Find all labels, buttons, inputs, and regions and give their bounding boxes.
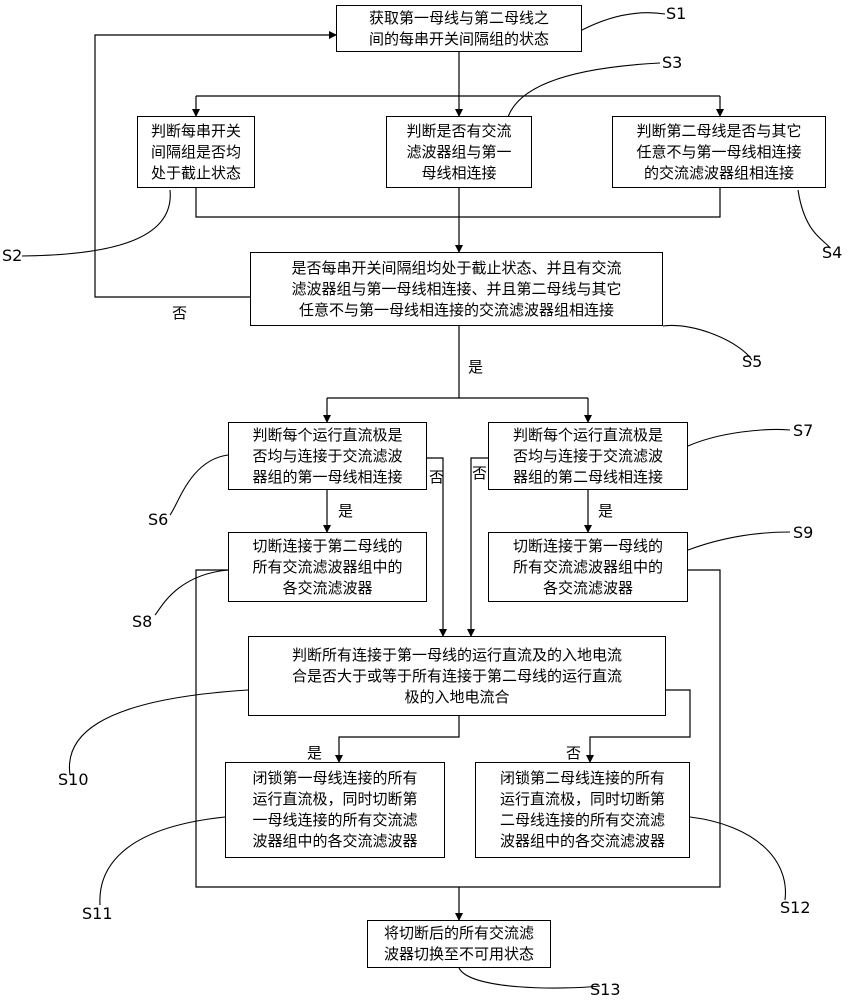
step-label-s3: S3: [662, 53, 683, 72]
step-label-s8: S8: [132, 612, 153, 631]
step-label-s11: S11: [82, 904, 113, 923]
step-s10-box: 判断所有连接于第一母线的运行直流及的入地电流 合是否大于或等于所有连接于第二母线…: [248, 636, 666, 716]
step-s8-box: 切断连接于第二母线的 所有交流滤波器组中的 各交流滤波器: [228, 532, 427, 602]
step-s3-box: 判断是否有交流 滤波器组与第一 母线相连接: [386, 116, 532, 188]
condition-s6-no: 否: [429, 468, 445, 486]
step-label-s1: S1: [666, 4, 687, 23]
step-s2-box: 判断每串开关 间隔组是否均 处于截止状态: [137, 116, 255, 188]
step-s2-text: 判断每串开关 间隔组是否均 处于截止状态: [150, 121, 241, 182]
step-s12-text: 闭锁第二母线连接的所有 运行直流极，同时切断第 二母线连接的所有交流滤 波器组中…: [499, 769, 665, 850]
step-label-s2: S2: [2, 246, 23, 265]
step-s11-text: 闭锁第一母线连接的所有 运行直流极，同时切断第 一母线连接的所有交流滤 波器组中…: [252, 769, 418, 850]
step-s7-box: 判断每个运行直流极是 否均与连接于交流滤波 器组的第二母线相连接: [488, 422, 688, 490]
step-s13-box: 将切断后的所有交流滤 波器切换至不可用状态: [367, 920, 551, 968]
step-s10-text: 判断所有连接于第一母线的运行直流及的入地电流 合是否大于或等于所有连接于第二母线…: [291, 645, 622, 706]
condition-s10-no: 否: [566, 744, 582, 762]
step-label-s6: S6: [148, 510, 169, 529]
step-label-s12: S12: [780, 898, 811, 917]
step-s3-text: 判断是否有交流 滤波器组与第一 母线相连接: [406, 121, 512, 182]
step-s1-text: 获取第一母线与第二母线之 间的每串开关间隔组的状态: [368, 8, 549, 48]
step-s6-box: 判断每个运行直流极是 否均与连接于交流滤波 器组的第一母线相连接: [228, 422, 427, 490]
step-s9-box: 切断连接于第一母线的 所有交流滤波器组中的 各交流滤波器: [488, 532, 688, 602]
step-s5-box: 是否每串开关间隔组均处于截止状态、并且有交流 滤波器组与第一母线相连接、并且第二…: [250, 252, 663, 326]
step-s1-box: 获取第一母线与第二母线之 间的每串开关间隔组的状态: [336, 5, 582, 52]
step-s11-box: 闭锁第一母线连接的所有 运行直流极，同时切断第 一母线连接的所有交流滤 波器组中…: [225, 762, 445, 858]
step-s5-text: 是否每串开关间隔组均处于截止状态、并且有交流 滤波器组与第一母线相连接、并且第二…: [291, 258, 622, 319]
condition-s6-yes: 是: [338, 502, 354, 520]
condition-s7-yes: 是: [598, 502, 614, 520]
step-label-s7: S7: [793, 421, 814, 440]
step-label-s5: S5: [742, 352, 763, 371]
step-s4-text: 判断第二母线是否与其它 任意不与第一母线相连接 的交流滤波器组相连接: [636, 121, 802, 182]
condition-s5-no: 否: [172, 304, 188, 322]
step-label-s4: S4: [822, 243, 843, 262]
step-s8-text: 切断连接于第二母线的 所有交流滤波器组中的 各交流滤波器: [252, 536, 403, 597]
condition-s5-yes: 是: [468, 358, 484, 376]
step-label-s13: S13: [590, 980, 621, 999]
condition-s10-yes: 是: [307, 744, 323, 762]
step-s12-box: 闭锁第二母线连接的所有 运行直流极，同时切断第 二母线连接的所有交流滤 波器组中…: [475, 762, 690, 858]
step-s9-text: 切断连接于第一母线的 所有交流滤波器组中的 各交流滤波器: [512, 536, 663, 597]
step-s7-text: 判断每个运行直流极是 否均与连接于交流滤波 器组的第二母线相连接: [512, 425, 663, 486]
step-s4-box: 判断第二母线是否与其它 任意不与第一母线相连接 的交流滤波器组相连接: [612, 116, 826, 188]
step-s6-text: 判断每个运行直流极是 否均与连接于交流滤波 器组的第一母线相连接: [252, 425, 403, 486]
step-label-s9: S9: [793, 523, 814, 542]
condition-s7-no: 否: [472, 464, 488, 482]
step-label-s10: S10: [58, 770, 89, 789]
step-s13-text: 将切断后的所有交流滤 波器切换至不可用状态: [383, 924, 534, 963]
